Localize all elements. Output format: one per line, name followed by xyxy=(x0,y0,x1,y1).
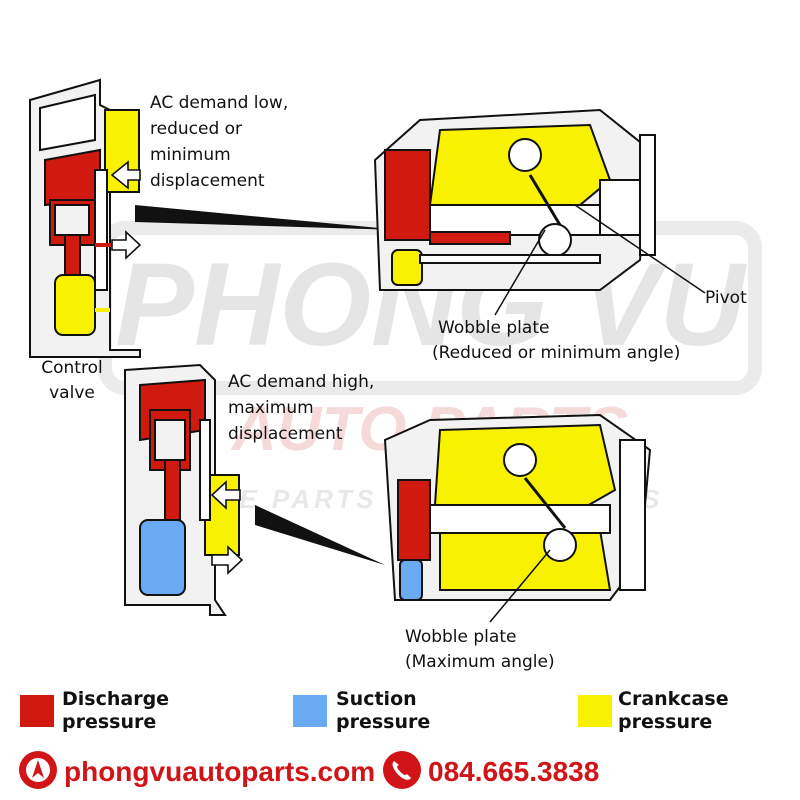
bellows-bottom xyxy=(139,519,186,596)
legend-item-discharge: Discharge pressure xyxy=(20,688,169,733)
discharge-bottom xyxy=(397,479,431,561)
legend: Discharge pressure Suction pressure Cran… xyxy=(20,688,729,733)
control-valve-line1: Control xyxy=(41,358,102,378)
arrow-in-bottom xyxy=(210,480,241,510)
compressor-bottom xyxy=(383,413,652,601)
wobble-bottom-line1: Wobble plate xyxy=(405,627,516,647)
wobble-top-line2: (Reduced or minimum angle) xyxy=(432,343,680,363)
discharge-chamber-top xyxy=(44,148,101,207)
compressor-top xyxy=(373,108,656,291)
label-control-valve: Control valve xyxy=(41,358,102,403)
pointer-wedge-bottom xyxy=(255,505,385,565)
control-valve-bottom xyxy=(124,363,240,616)
wobble-leader-bottom xyxy=(489,549,551,623)
top-demand-line4: displacement xyxy=(150,171,265,191)
pivot-leader xyxy=(574,204,706,294)
label-wobble-top: Wobble plate (Reduced or minimum angle) xyxy=(432,318,680,363)
legend-swatch-crankcase xyxy=(578,695,612,727)
arrow-out-bottom xyxy=(211,545,244,575)
compass-logo-icon xyxy=(19,751,57,789)
wobble-bottom-line2: (Maximum angle) xyxy=(405,652,555,672)
label-bottom-demand: AC demand high, maximum displacement xyxy=(228,372,374,444)
wobble-leader-top xyxy=(494,229,546,316)
pivot-label: Pivot xyxy=(705,288,747,308)
legend-label-discharge-1: Discharge xyxy=(62,688,169,710)
bottom-demand-line1: AC demand high, xyxy=(228,372,374,392)
top-demand-line1: AC demand low, xyxy=(150,93,288,113)
top-demand-line3: minimum xyxy=(150,145,231,165)
label-wobble-bottom: Wobble plate (Maximum angle) xyxy=(405,627,555,672)
legend-label-suction-1: Suction xyxy=(336,688,417,710)
bottom-demand-line3: displacement xyxy=(228,424,343,444)
arrow-out-top xyxy=(111,230,142,260)
pointer-wedge-top xyxy=(135,205,400,230)
legend-label-suction-2: pressure xyxy=(336,711,430,733)
control-valve-top xyxy=(29,78,141,358)
top-demand-line2: reduced or xyxy=(150,119,242,139)
wobble-top-line1: Wobble plate xyxy=(438,318,549,338)
bottom-demand-line2: maximum xyxy=(228,398,314,418)
legend-swatch-suction xyxy=(293,695,327,727)
footer-website[interactable]: phongvuautoparts.com xyxy=(64,756,375,787)
footer: phongvuautoparts.com 084.665.3838 xyxy=(19,751,599,789)
control-valve-line2: valve xyxy=(49,383,95,403)
bellows-top xyxy=(54,274,96,336)
suction-bottom xyxy=(399,559,423,601)
discharge-top xyxy=(384,149,431,241)
phone-icon xyxy=(383,751,421,789)
legend-item-suction: Suction pressure xyxy=(293,688,430,733)
arrow-in-top xyxy=(110,160,141,190)
legend-item-crankcase: Crankcase pressure xyxy=(578,688,729,733)
label-top-demand: AC demand low, reduced or minimum displa… xyxy=(150,93,288,191)
legend-label-crankcase-1: Crankcase xyxy=(618,688,729,710)
legend-label-crankcase-2: pressure xyxy=(618,711,712,733)
legend-swatch-discharge xyxy=(20,695,54,727)
footer-phone[interactable]: 084.665.3838 xyxy=(428,756,599,787)
legend-label-discharge-2: pressure xyxy=(62,711,156,733)
